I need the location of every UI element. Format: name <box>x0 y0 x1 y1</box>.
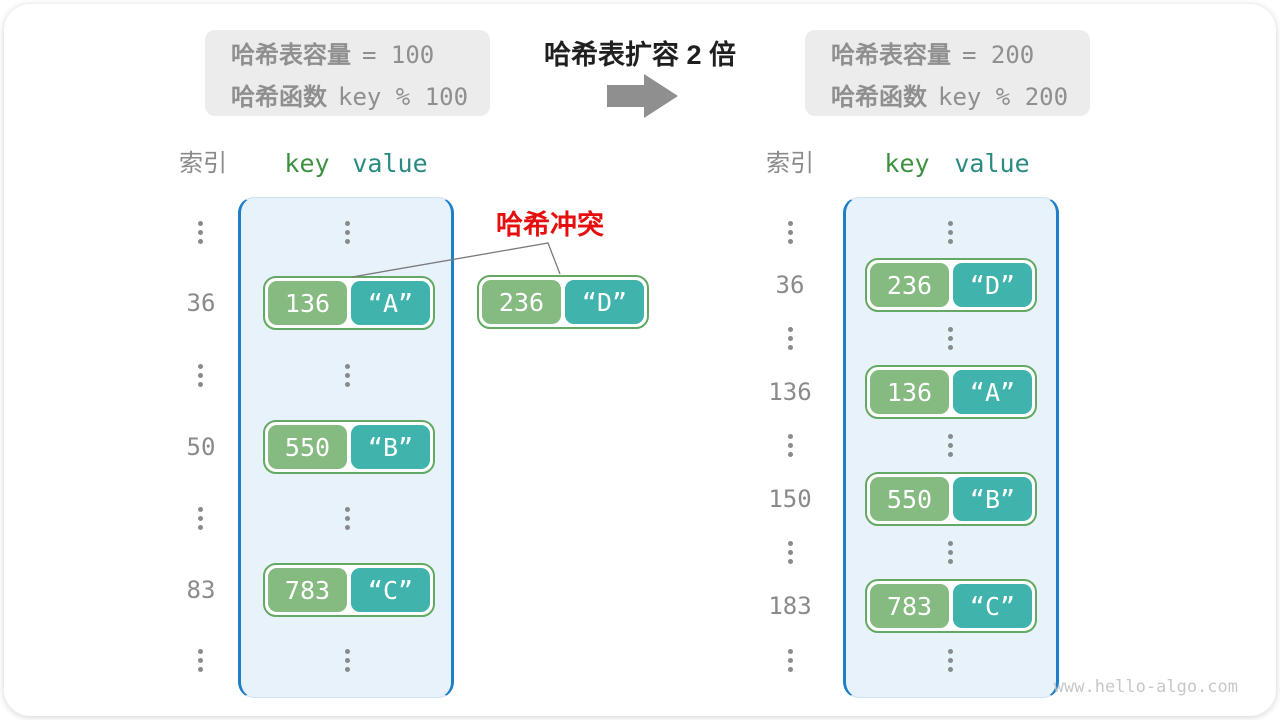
capacity-line: 哈希表容量 = 200 <box>831 35 1064 70</box>
index-label: 83 <box>186 576 216 604</box>
site-watermark: www.hello-algo.com <box>1053 677 1238 697</box>
left-key-header: key <box>284 149 330 178</box>
ellipsis-icon <box>947 434 953 457</box>
collision-pointer-lines <box>351 242 561 278</box>
capacity-value: = 100 <box>362 40 435 69</box>
arrow-tail <box>607 85 644 107</box>
hash-function-line: 哈希函数 key % 200 <box>831 77 1068 112</box>
kv-pair: 136 “A” <box>865 365 1037 419</box>
ellipsis-icon <box>787 327 793 350</box>
collision-kv-pair: 236 “D” <box>477 275 649 329</box>
value-cell: “D” <box>953 263 1032 307</box>
value-cell: “A” <box>351 281 430 325</box>
ellipsis-icon <box>197 364 203 387</box>
key-cell: 136 <box>870 370 949 414</box>
before-spec-box: 哈希表容量 = 100 哈希函数 key % 100 <box>205 30 490 116</box>
left-index-header: 索引 <box>179 150 227 177</box>
ellipsis-icon <box>947 221 953 244</box>
right-index-header: 索引 <box>766 150 814 177</box>
ellipsis-icon <box>197 507 203 530</box>
kv-pair: 783 “C” <box>865 579 1037 633</box>
index-label: 150 <box>768 485 812 513</box>
ellipsis-icon <box>947 541 953 564</box>
key-cell: 550 <box>268 425 347 469</box>
capacity-line: 哈希表容量 = 100 <box>231 35 464 70</box>
ellipsis-icon <box>344 507 350 530</box>
value-cell: “B” <box>953 477 1032 521</box>
ellipsis-icon <box>947 649 953 672</box>
hash-function-value: key % 200 <box>938 82 1069 111</box>
kv-pair: 783 “C” <box>263 563 435 617</box>
key-cell: 236 <box>870 263 949 307</box>
ellipsis-icon <box>947 327 953 350</box>
value-cell: “A” <box>953 370 1032 414</box>
index-label: 136 <box>768 378 812 406</box>
kv-pair: 550 “B” <box>263 420 435 474</box>
capacity-value: = 200 <box>962 40 1035 69</box>
right-value-header: value <box>954 149 1030 178</box>
ellipsis-icon <box>787 649 793 672</box>
capacity-label: 哈希表容量 <box>231 41 351 69</box>
index-label: 36 <box>186 289 216 317</box>
ellipsis-icon <box>787 434 793 457</box>
hash-collision-label: 哈希冲突 <box>496 210 604 240</box>
value-cell: “C” <box>953 584 1032 628</box>
value-cell: “D” <box>565 280 644 324</box>
ellipsis-icon <box>787 221 793 244</box>
after-spec-box: 哈希表容量 = 200 哈希函数 key % 200 <box>805 30 1090 116</box>
hash-function-label: 哈希函数 <box>831 83 927 111</box>
key-cell: 236 <box>482 280 561 324</box>
ellipsis-icon <box>197 649 203 672</box>
right-arrow-icon <box>607 74 678 118</box>
arrow-head <box>644 74 678 118</box>
kv-pair: 236 “D” <box>865 258 1037 312</box>
ellipsis-icon <box>787 541 793 564</box>
key-cell: 783 <box>268 568 347 612</box>
hash-function-label: 哈希函数 <box>231 83 327 111</box>
capacity-label: 哈希表容量 <box>831 41 951 69</box>
key-cell: 550 <box>870 477 949 521</box>
kv-pair: 136 “A” <box>263 276 435 330</box>
diagram-title: 哈希表扩容 2 倍 <box>543 40 737 70</box>
index-label: 50 <box>186 433 216 461</box>
right-key-header: key <box>884 149 930 178</box>
ellipsis-icon <box>344 649 350 672</box>
value-cell: “B” <box>351 425 430 469</box>
ellipsis-icon <box>344 221 350 244</box>
index-label: 183 <box>768 592 812 620</box>
ellipsis-icon <box>344 364 350 387</box>
index-label: 36 <box>775 271 805 299</box>
ellipsis-icon <box>197 221 203 244</box>
key-cell: 783 <box>870 584 949 628</box>
left-value-header: value <box>352 149 428 178</box>
kv-pair: 550 “B” <box>865 472 1037 526</box>
value-cell: “C” <box>351 568 430 612</box>
hash-function-line: 哈希函数 key % 100 <box>231 77 468 112</box>
hash-function-value: key % 100 <box>338 82 469 111</box>
key-cell: 136 <box>268 281 347 325</box>
rounded-frame <box>4 4 1276 716</box>
